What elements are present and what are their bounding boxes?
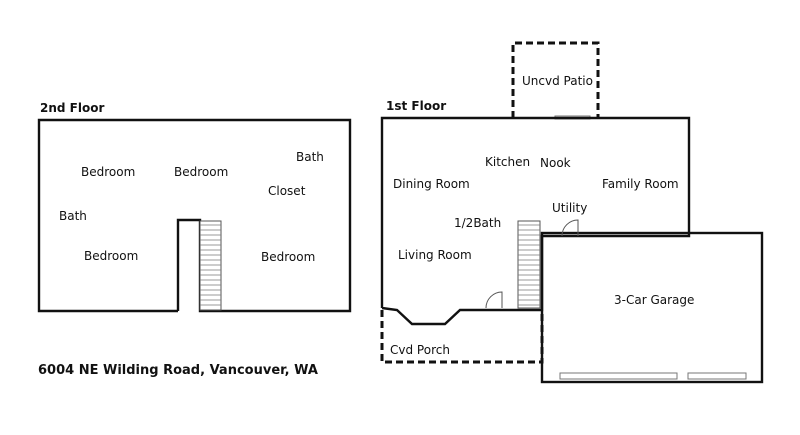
room-label-bath-2: Bath	[59, 209, 87, 223]
utility-door-swing	[561, 219, 579, 237]
garage-outline	[540, 231, 764, 384]
room-label-dining-room: Dining Room	[393, 177, 470, 191]
property-address: 6004 NE Wilding Road, Vancouver, WA	[38, 363, 318, 378]
covered-porch-outline	[380, 310, 544, 364]
first-floor-stairs	[517, 220, 541, 309]
room-label-closet: Closet	[268, 184, 306, 198]
room-label-garage: 3-Car Garage	[614, 293, 694, 307]
second-floor-plan: 2nd Floor Bedroom Bedroom Bath Closet Ba…	[37, 101, 352, 313]
garage-door-2	[687, 372, 747, 380]
second-floor-stairs	[199, 220, 222, 311]
room-label-family-room: Family Room	[602, 177, 679, 191]
room-label-bedroom-4: Bedroom	[261, 250, 315, 264]
second-floor-heading: 2nd Floor	[40, 101, 104, 115]
garage-door-1	[559, 372, 678, 380]
front-door-swing	[485, 291, 503, 309]
room-label-half-bath: 1/2Bath	[454, 216, 501, 230]
room-label-utility: Utility	[552, 201, 587, 215]
room-label-kitchen: Kitchen	[485, 155, 530, 169]
room-label-bedroom-3: Bedroom	[84, 249, 138, 263]
room-label-bedroom-1: Bedroom	[81, 165, 135, 179]
room-label-living-room: Living Room	[398, 248, 472, 262]
first-floor-heading: 1st Floor	[386, 99, 446, 113]
room-label-bath-1: Bath	[296, 150, 324, 164]
room-label-uncovered-patio: Uncvd Patio	[522, 74, 593, 88]
room-label-bedroom-2: Bedroom	[174, 165, 228, 179]
room-label-nook: Nook	[540, 156, 571, 170]
first-floor-plan: 1st Floor Uncvd Patio 3-Car Garage Cvd P…	[380, 41, 764, 384]
room-label-covered-porch: Cvd Porch	[390, 343, 450, 357]
second-floor-outline	[37, 118, 352, 313]
uncovered-patio-outline	[511, 41, 600, 118]
